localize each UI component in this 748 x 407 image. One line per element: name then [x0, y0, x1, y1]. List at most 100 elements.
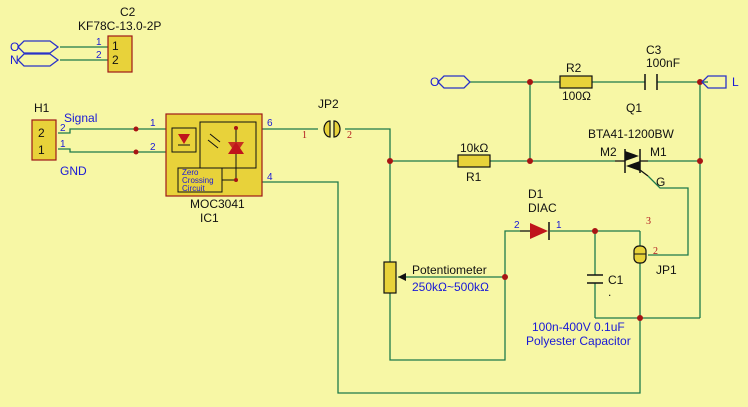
component-ref: C1 — [608, 273, 624, 287]
led-icon — [171, 127, 197, 153]
component-ref: Q1 — [626, 101, 642, 115]
note-line: 100n-400V 0.1uF — [532, 320, 625, 334]
pin-number: 2 — [653, 246, 658, 257]
capacitor-c3: C3 100nF — [644, 43, 680, 90]
junctions — [133, 79, 703, 321]
net-label-gnd: GND — [60, 164, 87, 178]
terminal-label: M2 — [600, 145, 617, 159]
pin-number: 1 — [150, 118, 156, 129]
component-ref: D1 — [528, 187, 544, 201]
port-label: O — [10, 40, 19, 54]
port-o-left: O — [10, 40, 60, 54]
port-label: O — [430, 75, 439, 89]
opto-triac-icon — [199, 121, 257, 169]
component-value: 10kΩ — [460, 141, 488, 155]
component-part: MOC3041 — [190, 197, 245, 211]
component-ref: IC1 — [200, 211, 219, 225]
jumper-half-icon — [323, 120, 331, 138]
port-label: L — [732, 75, 739, 89]
optocoupler-ic1: 1 2 6 4 Zero Crossing Circuit MOC3041 — [150, 113, 273, 225]
pin-label: 2 — [38, 126, 45, 140]
pin-number: 2 — [60, 123, 66, 134]
junction-dot — [637, 315, 643, 321]
terminal-label: G — [656, 175, 665, 189]
pin-number: 3 — [646, 216, 651, 227]
connector-c2: C2 KF78C-13.0-2P 1 2 1 2 — [78, 5, 161, 73]
pin-number: 1 — [302, 130, 307, 141]
triac-q1: Q1 BTA41-1200BW M2 M1 G — [588, 101, 674, 189]
resistor-body — [457, 154, 491, 168]
port-arrow-icon — [17, 40, 60, 54]
connector-body — [107, 35, 133, 73]
pin-number: 1 — [96, 37, 102, 48]
capacitor-c1: C1 . — [587, 273, 624, 299]
zc-label: Crossing — [182, 176, 214, 185]
component-ref: R1 — [466, 170, 482, 184]
pin-label: 1 — [112, 39, 119, 53]
port-arrow-icon — [437, 75, 471, 89]
pin-label: 1 — [38, 143, 45, 157]
diac-arrow-icon — [530, 223, 548, 239]
wiper-arrow-icon — [398, 273, 406, 281]
pot-body — [383, 261, 397, 294]
junction-dot — [133, 126, 139, 132]
junction-dot — [592, 228, 598, 234]
port-n-left: N — [10, 53, 60, 67]
component-ref: C3 — [646, 43, 662, 57]
jumper-jp1: 3 2 JP1 — [633, 216, 677, 277]
junction-dot — [502, 274, 508, 280]
polarity-mark: . — [608, 285, 611, 299]
component-value: 100Ω — [562, 89, 591, 103]
pin-number: 1 — [60, 139, 66, 150]
junction-dot — [697, 79, 703, 85]
component-part: KF78C-13.0-2P — [78, 19, 161, 33]
note-line: Polyester Capacitor — [526, 334, 631, 348]
zc-label: Zero — [182, 168, 199, 177]
triac-arrow-icon — [625, 151, 639, 161]
port-label: N — [10, 53, 19, 67]
junction-dot — [133, 149, 139, 155]
pin-label: 2 — [112, 53, 119, 67]
junction-dot — [697, 158, 703, 164]
resistor-body — [559, 75, 593, 89]
pin-number: 6 — [267, 118, 273, 129]
header-h1: H1 Signal GND 2 1 2 1 — [31, 101, 97, 178]
component-part: DIAC — [528, 201, 557, 215]
port-arrow-icon — [17, 53, 60, 67]
capacitor-note: 100n-400V 0.1uF Polyester Capacitor — [526, 320, 631, 348]
resistor-r1: 10kΩ R1 — [457, 141, 491, 184]
port-o-mid: O — [430, 75, 471, 89]
junction-dot — [527, 79, 533, 85]
junction-dot — [527, 158, 533, 164]
terminal-label: M1 — [650, 145, 667, 159]
zc-label: Circuit — [182, 184, 205, 193]
pin-number: 4 — [267, 172, 273, 183]
component-value: 100nF — [646, 56, 680, 70]
pin-number: 2 — [514, 220, 520, 231]
diac-d1: D1 DIAC 2 1 — [514, 187, 562, 240]
pin-number: 1 — [556, 220, 562, 231]
resistor-r2: R2 100Ω — [559, 61, 593, 103]
ic-body — [165, 113, 263, 197]
junction-dot — [387, 158, 393, 164]
pin-number: 2 — [347, 130, 352, 141]
component-ref: C2 — [120, 5, 136, 19]
jumper-half-icon — [333, 120, 341, 138]
component-part: BTA41-1200BW — [588, 127, 674, 141]
pin-number: 2 — [150, 142, 156, 153]
net-label-signal: Signal — [64, 111, 97, 125]
port-arrow-icon — [701, 75, 727, 89]
pin-number: 2 — [96, 50, 102, 61]
component-ref: H1 — [34, 101, 50, 115]
component-name: Potentiometer — [412, 263, 487, 277]
header-body — [31, 119, 57, 161]
triac-arrow-icon — [626, 161, 640, 171]
jumper-jp2: JP2 1 2 — [302, 97, 352, 141]
potentiometer: Potentiometer 250kΩ~500kΩ — [383, 261, 489, 294]
component-ref: JP2 — [318, 97, 339, 111]
port-l-right: L — [701, 75, 739, 89]
component-ref: JP1 — [656, 263, 677, 277]
component-ref: R2 — [566, 61, 582, 75]
component-value: 250kΩ~500kΩ — [412, 280, 489, 294]
